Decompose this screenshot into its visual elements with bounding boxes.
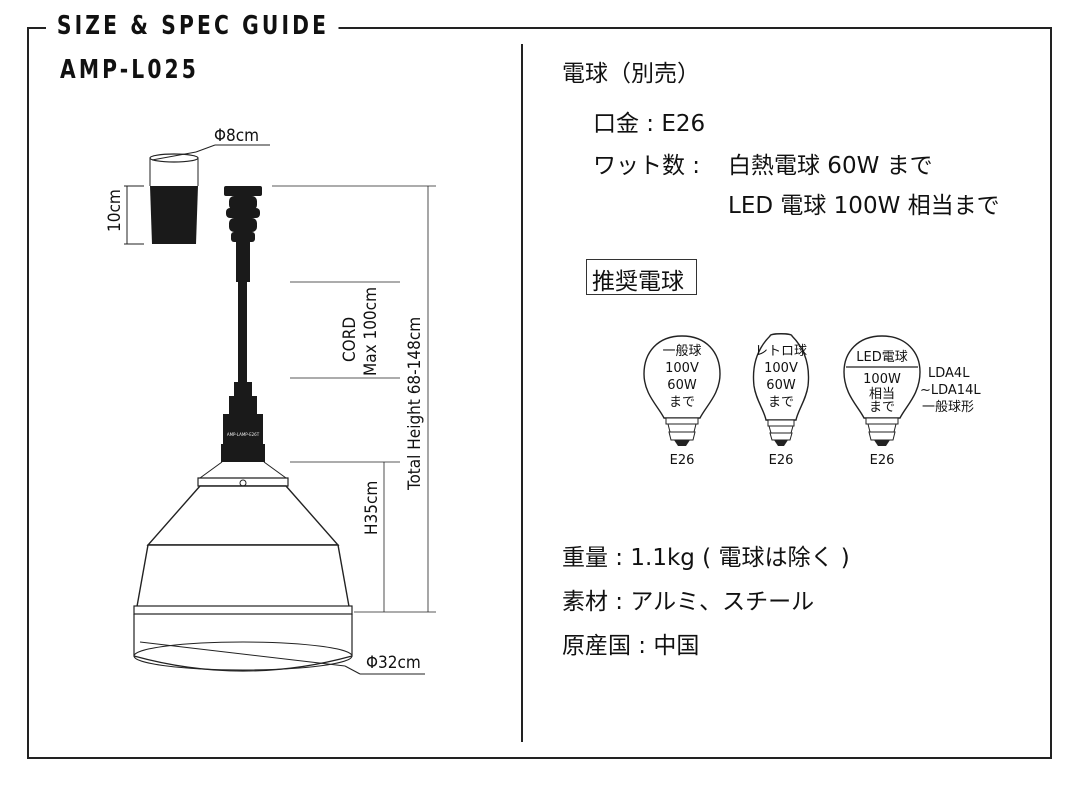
bulb-general-watt: 60W	[667, 378, 697, 393]
bulb-general-base: E26	[670, 453, 695, 468]
bulb-retro-watt: 60W	[766, 378, 796, 393]
cord-bracket	[290, 281, 400, 379]
hook-spring	[224, 186, 262, 282]
bulb-general-name: 一般球	[662, 343, 701, 359]
lda-line-3: 一般球形	[922, 400, 975, 415]
shade-diameter-label: Φ32cm	[366, 653, 421, 673]
guide-title: SIZE & SPEC GUIDE	[46, 8, 339, 44]
top-diameter-label: Φ8cm	[214, 126, 259, 146]
recommended-title: 推奨電球	[592, 269, 684, 295]
bulb-general-note: まで	[669, 395, 695, 410]
watt-value-incandescent: 白熱電球 60W まで	[728, 153, 933, 179]
total-height-bracket	[272, 185, 436, 612]
bulb-retro-voltage: 100V	[764, 361, 798, 376]
top-height-label: 10cm	[105, 189, 125, 232]
watt-label: ワット数 :	[593, 153, 701, 179]
top-height-bracket	[124, 185, 144, 245]
lamp-shade	[133, 461, 425, 675]
socket-label: AMP-LAMP-E26T	[227, 432, 260, 437]
bulb-led-base: E26	[870, 453, 895, 468]
bulb-led-watt: 100W	[863, 372, 901, 387]
bulb-led-note: まで	[869, 400, 895, 415]
bulb-title: 電球（別売）	[562, 61, 700, 87]
bulb-general: 一般球 100V 60W まで E26	[643, 335, 721, 468]
bulb-led-equiv: 相当	[869, 387, 895, 402]
column-divider	[521, 44, 523, 742]
watt-value-led: LED 電球 100W 相当まで	[728, 193, 1000, 219]
bulb-retro-note: まで	[768, 395, 794, 410]
lda-line-2: ~LDA14L	[920, 383, 981, 398]
bulb-led: LED電球 100W 相当 まで E26	[843, 335, 921, 468]
bulb-led-name: LED電球	[856, 350, 907, 365]
weight-spec: 重量 : 1.1kg ( 電球は除く )	[562, 545, 850, 571]
bulb-retro: レトロ球 100V 60W まで E26	[752, 333, 810, 468]
bulb-retro-base: E26	[769, 453, 794, 468]
cord-label: CORD	[340, 317, 360, 362]
base-spec: 口金 : E26	[593, 111, 706, 137]
canopy-cup	[149, 144, 270, 244]
total-height-label: Total Height 68-148cm	[405, 317, 425, 491]
origin-spec: 原産国 : 中国	[562, 633, 700, 659]
socket: AMP-LAMP-E26T	[221, 382, 265, 462]
spec-frame	[27, 27, 1052, 759]
shade-height-label: H35cm	[362, 481, 382, 535]
shade-height-bracket	[290, 461, 436, 613]
cord-max-label: Max 100cm	[361, 287, 381, 376]
lda-line-1: LDA4L	[928, 366, 970, 381]
recommended-box	[586, 259, 697, 295]
cord	[238, 282, 247, 382]
bulb-general-voltage: 100V	[665, 361, 699, 376]
bulb-retro-name: レトロ球	[755, 344, 807, 359]
material-spec: 素材 : アルミ、スチール	[562, 589, 815, 615]
model-number: AMP-L025	[60, 55, 200, 85]
